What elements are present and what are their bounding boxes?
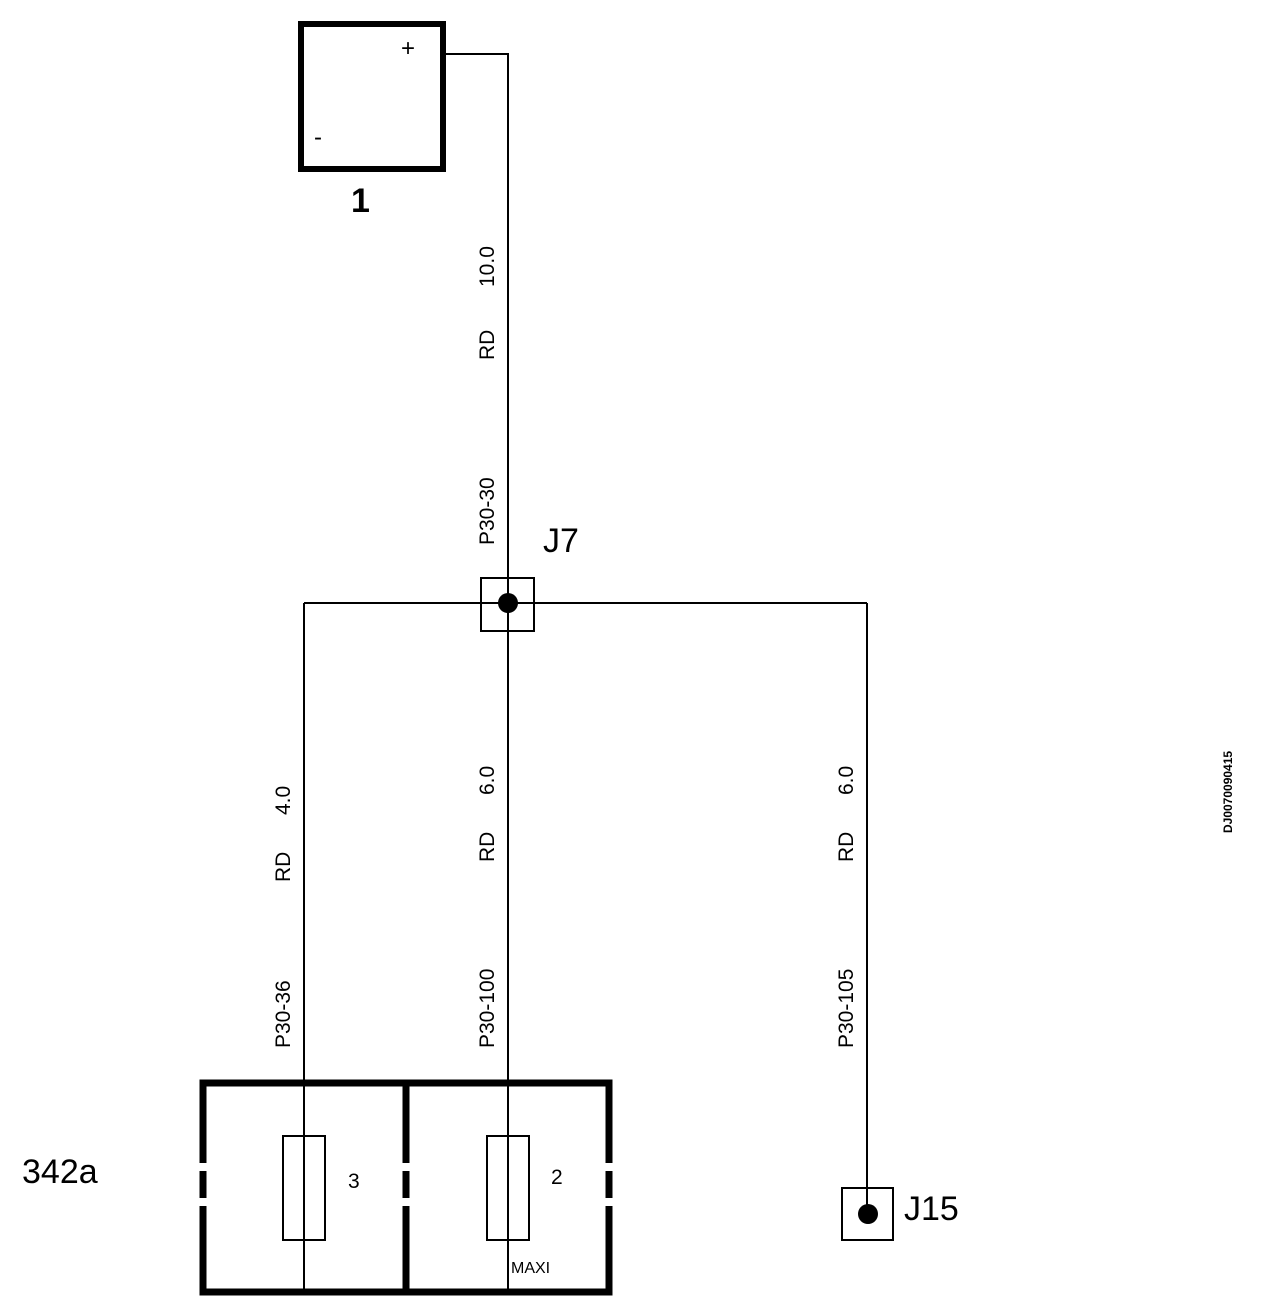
fuse-2-type: MAXI (511, 1260, 550, 1277)
wire-label-j7-to-fuse3: P30-36 RD 4.0 (272, 786, 295, 1048)
battery-component: + - 1 (298, 21, 446, 220)
fuse-3-number: 3 (348, 1170, 360, 1193)
wires (303, 53, 868, 1292)
battery-box (298, 21, 446, 172)
junction-j7-label: J7 (543, 522, 579, 560)
wire-size-j7-to-fuse2: 6.0 (476, 766, 499, 795)
fuse-box-label: 342a (22, 1153, 98, 1191)
junction-j15-label: J15 (904, 1190, 959, 1228)
junction-j7-dot (498, 593, 518, 613)
wire-color-battery-to-j7: RD (476, 330, 499, 360)
battery-label: 1 (351, 182, 370, 220)
wire-battery-to-j7 (443, 53, 509, 603)
wire-label-battery-to-j7: P30-30 RD 10.0 (476, 246, 499, 545)
wire-size-battery-to-j7: 10.0 (476, 246, 499, 287)
wire-circuit-p30-36: P30-36 (272, 980, 295, 1048)
wire-circuit-p30-30: P30-30 (476, 477, 499, 545)
battery-plus-sign: + (401, 35, 415, 62)
junction-j15: J15 (841, 1187, 959, 1241)
junction-j15-dot (858, 1204, 878, 1224)
wire-circuit-p30-105: P30-105 (835, 969, 858, 1048)
document-code: DJ0070090415 (1221, 751, 1235, 833)
junction-j7: J7 (480, 522, 579, 632)
junction-j7-box (480, 577, 535, 632)
wire-color-j7-to-j15: RD (835, 832, 858, 862)
wire-label-j7-to-j15: P30-105 RD 6.0 (835, 766, 858, 1048)
junction-j15-box (841, 1187, 894, 1241)
battery-minus-sign: - (314, 124, 322, 151)
wire-color-j7-to-fuse2: RD (476, 832, 499, 862)
wire-circuit-p30-100: P30-100 (476, 969, 499, 1048)
fuse-box: 3 2 MAXI 342a (22, 1079, 617, 1296)
fuse-2-number: 2 (551, 1166, 563, 1189)
wire-label-j7-to-fuse2: P30-100 RD 6.0 (476, 766, 499, 1048)
wire-size-j7-to-fuse3: 4.0 (272, 786, 295, 815)
wire-color-j7-to-fuse3: RD (272, 852, 295, 882)
wire-size-j7-to-j15: 6.0 (835, 766, 858, 795)
